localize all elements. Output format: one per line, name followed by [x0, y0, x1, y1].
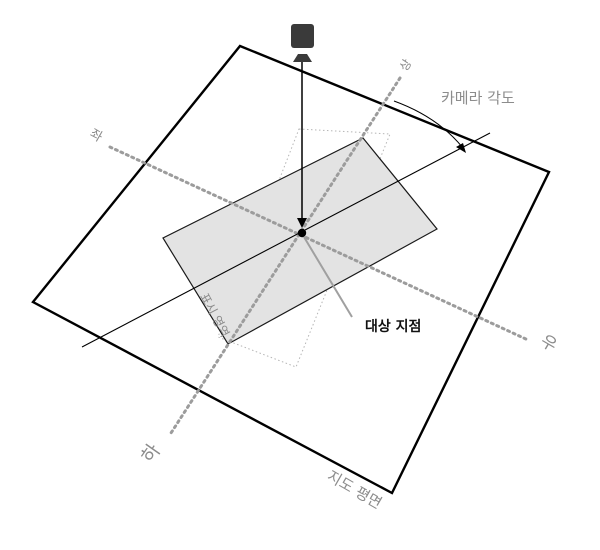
label-bottom: 하: [137, 440, 165, 467]
target-leader-line: [303, 236, 353, 318]
view-direction-line: [81, 132, 491, 348]
camera-angle-arrowhead: [456, 143, 466, 153]
target-point: [297, 228, 307, 238]
label-target-point: 대상 지점: [365, 318, 421, 335]
camera-angle-arc: [393, 100, 464, 149]
label-top: 상: [397, 57, 415, 74]
display-area: [162, 137, 438, 345]
camera-icon: [291, 24, 314, 62]
left-right-axis: [108, 145, 530, 342]
label-camera-angle: 카메라 각도: [441, 89, 515, 107]
label-right: 우: [537, 331, 561, 356]
label-left: 좌: [87, 126, 105, 145]
top-bottom-axis: [169, 76, 402, 435]
